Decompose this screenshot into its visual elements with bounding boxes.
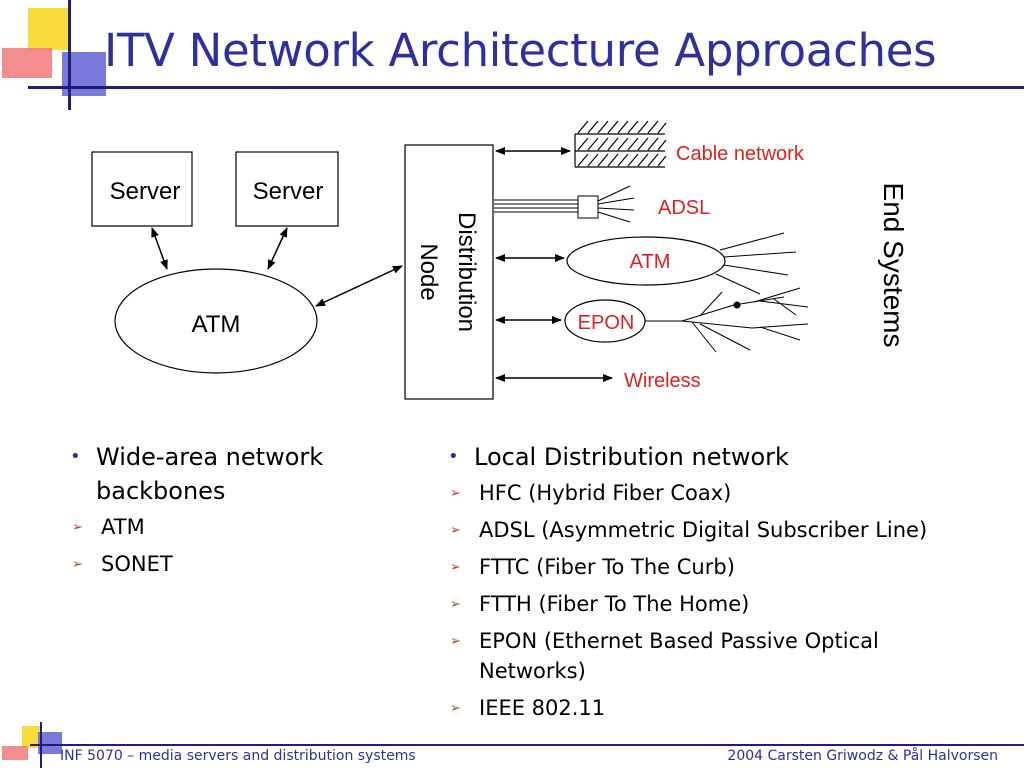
network-diagram: Server Server ATM Distribution Node Cabl…: [91, 120, 909, 400]
footer-yellow-square: [22, 726, 42, 748]
right-sub-item: IEEE 802.11: [434, 693, 1019, 724]
right-sub-item: FTTC (Fiber To The Curb): [434, 552, 1019, 583]
footer-rule: [30, 744, 1024, 746]
footer-right: 2004 Carsten Griwodz & Pål Halvorsen: [727, 748, 998, 764]
right-bullet-heading: Local Distribution network: [434, 440, 1019, 474]
red-square: [2, 48, 52, 78]
left-sub-item: ATM: [56, 512, 386, 543]
adsl-label: ADSL: [658, 197, 710, 219]
footer-red-square: [2, 746, 28, 760]
right-sub-item: HFC (Hybrid Fiber Coax): [434, 478, 1019, 509]
server1-atm-arrow: [151, 227, 168, 270]
distribution-node-line1: Distribution: [453, 212, 480, 332]
server-box-2: [235, 151, 339, 227]
corner-decoration: [0, 0, 110, 115]
epon-node-dot: [733, 301, 741, 309]
left-bullet-heading: Wide-area network backbones: [56, 440, 386, 508]
footer-decoration: [0, 722, 70, 768]
right-sub-item: EPON (Ethernet Based Passive Optical Net…: [434, 626, 929, 686]
cable-network-hatch: [574, 120, 667, 168]
epon-label: EPON: [578, 312, 635, 334]
right-sub-item: ADSL (Asymmetric Digital Subscriber Line…: [434, 515, 1019, 546]
epon-tree: [645, 287, 809, 353]
server-box-1: [91, 151, 193, 227]
deco-vline: [68, 0, 71, 110]
atm-node-arrow: [315, 265, 403, 307]
distribution-node-line2: Node: [415, 243, 442, 300]
right-sub-item: FTTH (Fiber To The Home): [434, 589, 1019, 620]
atm-backbone-label: ATM: [192, 311, 241, 338]
server2-atm-arrow: [267, 227, 288, 270]
atm-access-fanout: [715, 232, 797, 295]
left-sub-item: SONET: [56, 549, 386, 580]
yellow-square: [28, 8, 68, 50]
footer-left: INF 5070 – media servers and distributio…: [60, 748, 416, 764]
server-label-2: Server: [253, 178, 324, 205]
atm-backbone-ellipse: [114, 268, 318, 374]
wireless-label: Wireless: [624, 370, 701, 392]
adsl-wires: [494, 185, 635, 223]
atm-access-ellipse: [566, 236, 726, 286]
left-column: Wide-area network backbones ATM SONET: [56, 440, 386, 586]
footer-blue-square: [38, 732, 62, 754]
cable-network-label: Cable network: [676, 143, 805, 165]
end-systems-label: End Systems: [878, 183, 909, 348]
title-rule: [30, 86, 1024, 89]
slide-title: ITV Network Architecture Approaches: [104, 24, 937, 77]
right-column: Local Distribution network HFC (Hybrid F…: [434, 440, 1019, 730]
distribution-node-box: [404, 144, 494, 400]
atm-access-label: ATM: [630, 251, 671, 273]
server-label-1: Server: [110, 178, 181, 205]
